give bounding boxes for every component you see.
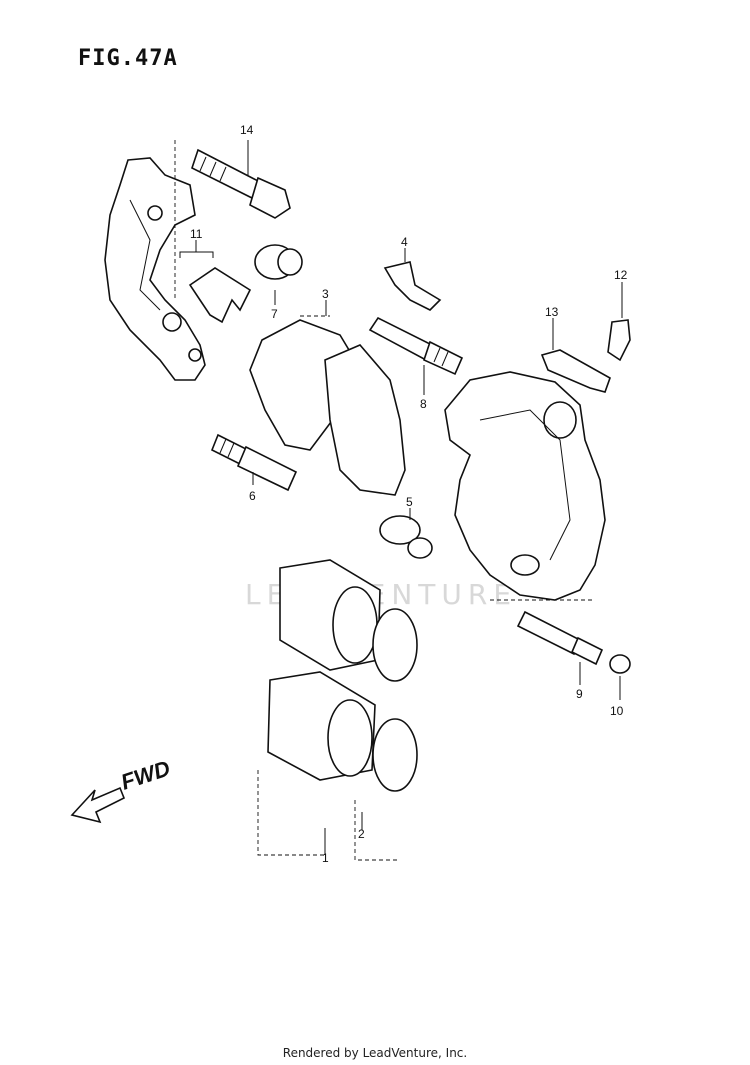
boot-7 [254, 244, 303, 305]
callout-13: 13 [545, 305, 559, 319]
callout-4: 4 [401, 235, 408, 249]
callout-7: 7 [271, 307, 278, 321]
callout-14: 14 [240, 123, 254, 137]
callout-8: 8 [420, 397, 427, 411]
brake-pads-3 [249, 300, 406, 496]
figure-title: FIG.47A [78, 46, 178, 71]
caliper-body [444, 371, 606, 601]
fwd-arrow: FWD [70, 755, 173, 824]
bleeder-cap-13 [540, 318, 611, 393]
pin-9 [490, 599, 604, 685]
callout-3: 3 [322, 287, 329, 301]
callout-5: 5 [406, 495, 413, 509]
slide-pin-8 [368, 316, 464, 395]
bleeder-valve-12 [607, 282, 631, 362]
bush-10 [609, 654, 631, 700]
caliper-bracket [104, 157, 206, 381]
slide-pin-6 [210, 433, 298, 492]
piston-seal-5 [379, 508, 433, 559]
callout-1: 1 [322, 851, 329, 865]
footer-credit: Rendered by LeadVenture, Inc. [282, 1046, 468, 1060]
pad-spring-11 [179, 240, 252, 324]
fwd-label: FWD [118, 755, 173, 794]
callout-6: 6 [249, 489, 256, 503]
callout-11: 11 [190, 227, 203, 241]
callout-9: 9 [576, 687, 583, 701]
pistons-1-2 [257, 559, 418, 861]
callout-12: 12 [614, 268, 628, 282]
callout-2: 2 [358, 827, 365, 841]
pad-shim-4 [383, 248, 442, 311]
callout-10: 10 [610, 704, 624, 718]
callout-labels: 1 2 3 4 5 6 7 8 9 10 11 12 13 14 [190, 123, 628, 865]
bolt-14 [174, 140, 291, 300]
